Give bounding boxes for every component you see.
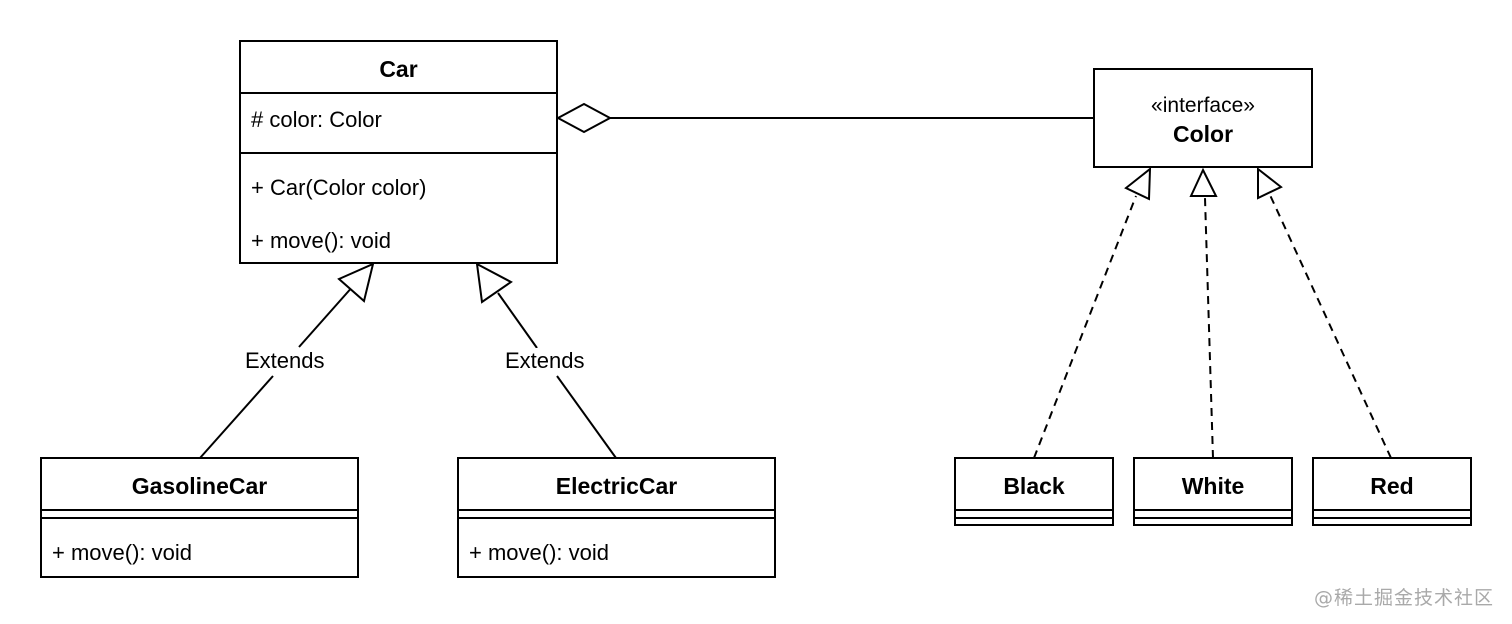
generalization-arrowhead-icon xyxy=(337,262,375,303)
aggregation-diamond-icon xyxy=(555,102,613,134)
divider xyxy=(1314,517,1470,519)
divider xyxy=(956,517,1112,519)
class-electriccar[interactable]: ElectricCar + move(): void xyxy=(457,457,776,578)
class-car[interactable]: Car # color: Color + Car(Color color) + … xyxy=(239,40,558,264)
realization-red-color xyxy=(1257,166,1392,459)
realization-arrowhead-icon xyxy=(1189,167,1218,197)
realization-line xyxy=(1269,194,1392,459)
generalization-arrowhead-icon xyxy=(475,262,513,304)
method: + move(): void xyxy=(469,540,609,565)
divider xyxy=(1135,517,1291,519)
divider xyxy=(241,152,556,154)
divider xyxy=(459,509,774,511)
class-white[interactable]: White xyxy=(1133,457,1293,526)
class-red[interactable]: Red xyxy=(1312,457,1472,526)
extends-label-electriccar: Extends xyxy=(503,348,587,374)
divider xyxy=(1314,509,1470,511)
aggregation-car-color xyxy=(555,102,1094,134)
realization-line xyxy=(1033,195,1137,459)
divider xyxy=(241,92,556,94)
interface-name: Color xyxy=(1172,121,1234,147)
generalization-line-lower xyxy=(199,375,274,459)
generalization-line-lower xyxy=(556,375,617,459)
divider xyxy=(42,517,357,519)
realization-arrowhead-icon xyxy=(1124,166,1152,201)
extends-label-gasolinecar: Extends xyxy=(243,348,327,374)
realization-line xyxy=(1204,197,1214,459)
class-name: Car xyxy=(379,56,418,82)
method: + move(): void xyxy=(251,228,391,253)
generalization-line-upper xyxy=(497,292,538,349)
class-name: Red xyxy=(1370,473,1414,499)
generalization-gasolinecar-car xyxy=(199,262,375,459)
class-name: White xyxy=(1181,473,1245,499)
class-gasolinecar[interactable]: GasolineCar + move(): void xyxy=(40,457,359,578)
class-name: Black xyxy=(1003,473,1065,499)
realization-white-color xyxy=(1189,167,1218,459)
class-black[interactable]: Black xyxy=(954,457,1114,526)
class-name: ElectricCar xyxy=(555,473,678,499)
divider xyxy=(42,509,357,511)
realization-arrowhead-icon xyxy=(1257,166,1283,200)
generalization-line-upper xyxy=(298,284,355,348)
class-name: GasolineCar xyxy=(131,473,268,499)
divider xyxy=(956,509,1112,511)
interface-color[interactable]: «interface» Color xyxy=(1093,68,1313,168)
divider xyxy=(1135,509,1291,511)
watermark: @稀土掘金技术社区 xyxy=(1313,587,1494,609)
divider xyxy=(459,517,774,519)
method: + move(): void xyxy=(52,540,192,565)
attribute: # color: Color xyxy=(251,107,382,132)
stereotype: «interface» xyxy=(1151,94,1255,117)
method: + Car(Color color) xyxy=(251,175,427,200)
realization-black-color xyxy=(1033,166,1152,459)
generalization-electriccar-car xyxy=(475,262,617,459)
